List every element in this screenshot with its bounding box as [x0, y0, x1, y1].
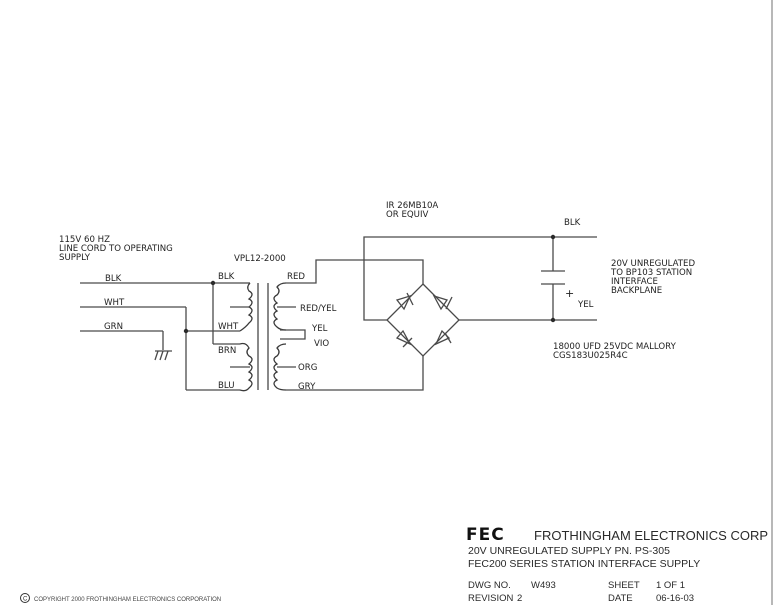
junction-dot	[210, 280, 216, 286]
line-cord-note-2: LINE CORD TO OPERATING	[59, 244, 173, 254]
copyright-symbol: C	[23, 597, 28, 603]
primary-label-wht: WHT	[218, 322, 239, 332]
capacitor-icon	[541, 237, 565, 320]
capacitor-note-1: 18000 UFD 25VDC MALLORY	[553, 342, 677, 352]
date-value: 06-16-03	[656, 593, 694, 604]
primary-winding-1	[230, 282, 253, 332]
ground-icon	[154, 350, 172, 361]
date-label: DATE	[608, 593, 633, 604]
copyright-text: COPYRIGHT 2000 FROTHINGHAM ELECTRONICS C…	[34, 597, 221, 603]
company-name: FROTHINGHAM ELECTRONICS CORP	[534, 528, 768, 543]
secondary-winding-2	[273, 343, 296, 391]
copyright-notice: C COPYRIGHT 2000 FROTHINGHAM ELECTRONICS…	[20, 593, 221, 603]
drawing-title-line1: 20V UNREGULATED SUPPLY PN. PS-305	[468, 545, 670, 557]
drawing-title-line2: FEC200 SERIES STATION INTERFACE SUPPLY	[468, 558, 700, 570]
output-label-yel: YEL	[577, 300, 594, 310]
sheet-value: 1 OF 1	[656, 580, 685, 591]
transformer-part-label: VPL12-2000	[234, 254, 286, 264]
bridge-note-1: IR 26MB10A	[386, 201, 438, 211]
secondary-label-vio: VIO	[314, 339, 329, 349]
output-label-blk: BLK	[564, 218, 581, 228]
wire-gry-to-bridge	[286, 356, 424, 391]
line-cord-note-3: SUPPLY	[59, 253, 91, 263]
secondary-label-red: RED	[287, 272, 305, 282]
revision-value: 2	[517, 593, 522, 604]
output-note-3: INTERFACE	[611, 277, 658, 287]
diode-icon	[432, 294, 453, 311]
dwg-no-value: W493	[531, 580, 556, 591]
junction-dot	[183, 328, 189, 334]
output-note-4: BACKPLANE	[611, 286, 662, 296]
capacitor-note-2: CGS183U025R4C	[553, 351, 628, 361]
wire-output-blk	[363, 236, 597, 321]
secondary-winding-1	[273, 282, 296, 331]
diode-icon	[395, 329, 413, 348]
bridge-rectifier	[386, 283, 460, 357]
secondary-label-yel: YEL	[311, 324, 328, 334]
output-note-1: 20V UNREGULATED	[611, 259, 695, 269]
line-cord-note-1: 115V 60 HZ	[59, 235, 110, 245]
dwg-no-label: DWG NO.	[468, 580, 511, 591]
wire-label-grn: GRN	[104, 322, 123, 332]
diode-icon	[395, 292, 414, 311]
primary-label-brn: BRN	[218, 346, 236, 356]
bridge-note-2: OR EQUIV	[386, 210, 428, 220]
primary-winding-2	[230, 342, 253, 392]
revision-label: REVISION	[468, 593, 514, 604]
wire-label-wht: WHT	[104, 298, 125, 308]
primary-label-blu: BLU	[218, 381, 235, 391]
title-block: FEC FROTHINGHAM ELECTRONICS CORP 20V UNR…	[466, 525, 768, 604]
wire-label-blk: BLK	[105, 274, 122, 284]
junction-dot	[550, 317, 556, 323]
output-note-2: TO BP103 STATION	[610, 268, 692, 278]
sheet-label: SHEET	[608, 580, 640, 591]
secondary-label-red-yel: RED/YEL	[300, 304, 337, 314]
diode-icon	[434, 329, 452, 346]
primary-label-blk: BLK	[218, 272, 235, 282]
fec-logo: FEC	[466, 525, 505, 545]
wire-red-to-bridge	[286, 259, 424, 284]
secondary-label-gry: GRY	[298, 382, 316, 392]
secondary-label-org: ORG	[298, 363, 317, 373]
copyright-icon	[20, 593, 30, 603]
junction-dot	[550, 234, 556, 240]
capacitor-polarity-plus: +	[565, 287, 574, 300]
wire-yel-vio-jumper	[280, 329, 306, 340]
